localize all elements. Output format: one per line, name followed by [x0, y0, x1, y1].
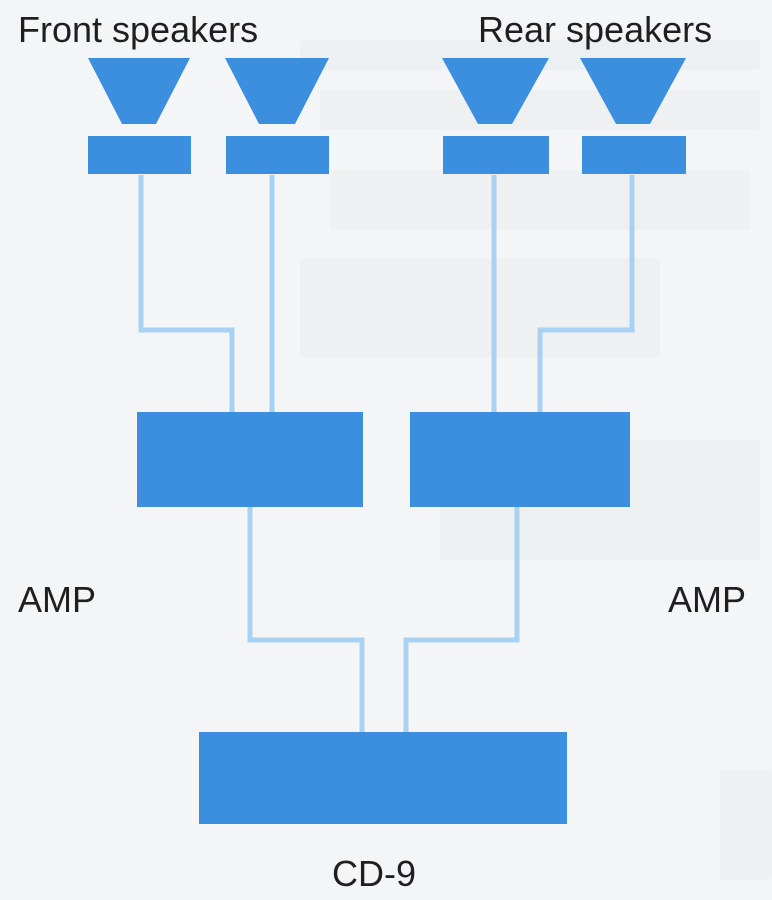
show-through-texture — [720, 770, 772, 880]
cable-right-amp-to-cd — [403, 507, 520, 732]
speaker-rear-left-cone — [442, 58, 549, 124]
cable-front-left-speaker — [138, 175, 235, 412]
speaker-front-left-cone — [88, 58, 190, 124]
speaker-front-left-base — [88, 136, 191, 174]
cables — [138, 175, 635, 732]
cable-rear-right-speaker — [537, 175, 635, 412]
components — [88, 58, 686, 824]
show-through-texture — [330, 170, 750, 230]
cable-left-amp-to-cd — [247, 507, 365, 732]
amplifier-right — [410, 412, 630, 507]
amp-left-label: AMP — [18, 579, 97, 620]
speaker-rear-left-base — [443, 136, 549, 174]
cd-player — [199, 732, 567, 824]
rear-speakers-label: Rear speakers — [478, 9, 713, 50]
show-through-texture — [300, 258, 660, 358]
amplifier-left — [137, 412, 363, 507]
speaker-rear-right-cone — [580, 58, 686, 124]
speaker-rear-right-base — [582, 136, 686, 174]
amp-right-label: AMP — [668, 579, 747, 620]
front-speakers-label: Front speakers — [18, 9, 259, 50]
speaker-front-right-base — [226, 136, 329, 174]
cd-player-label: CD-9 — [332, 853, 417, 894]
speaker-front-right-cone — [225, 58, 329, 124]
show-through-texture — [320, 90, 760, 130]
